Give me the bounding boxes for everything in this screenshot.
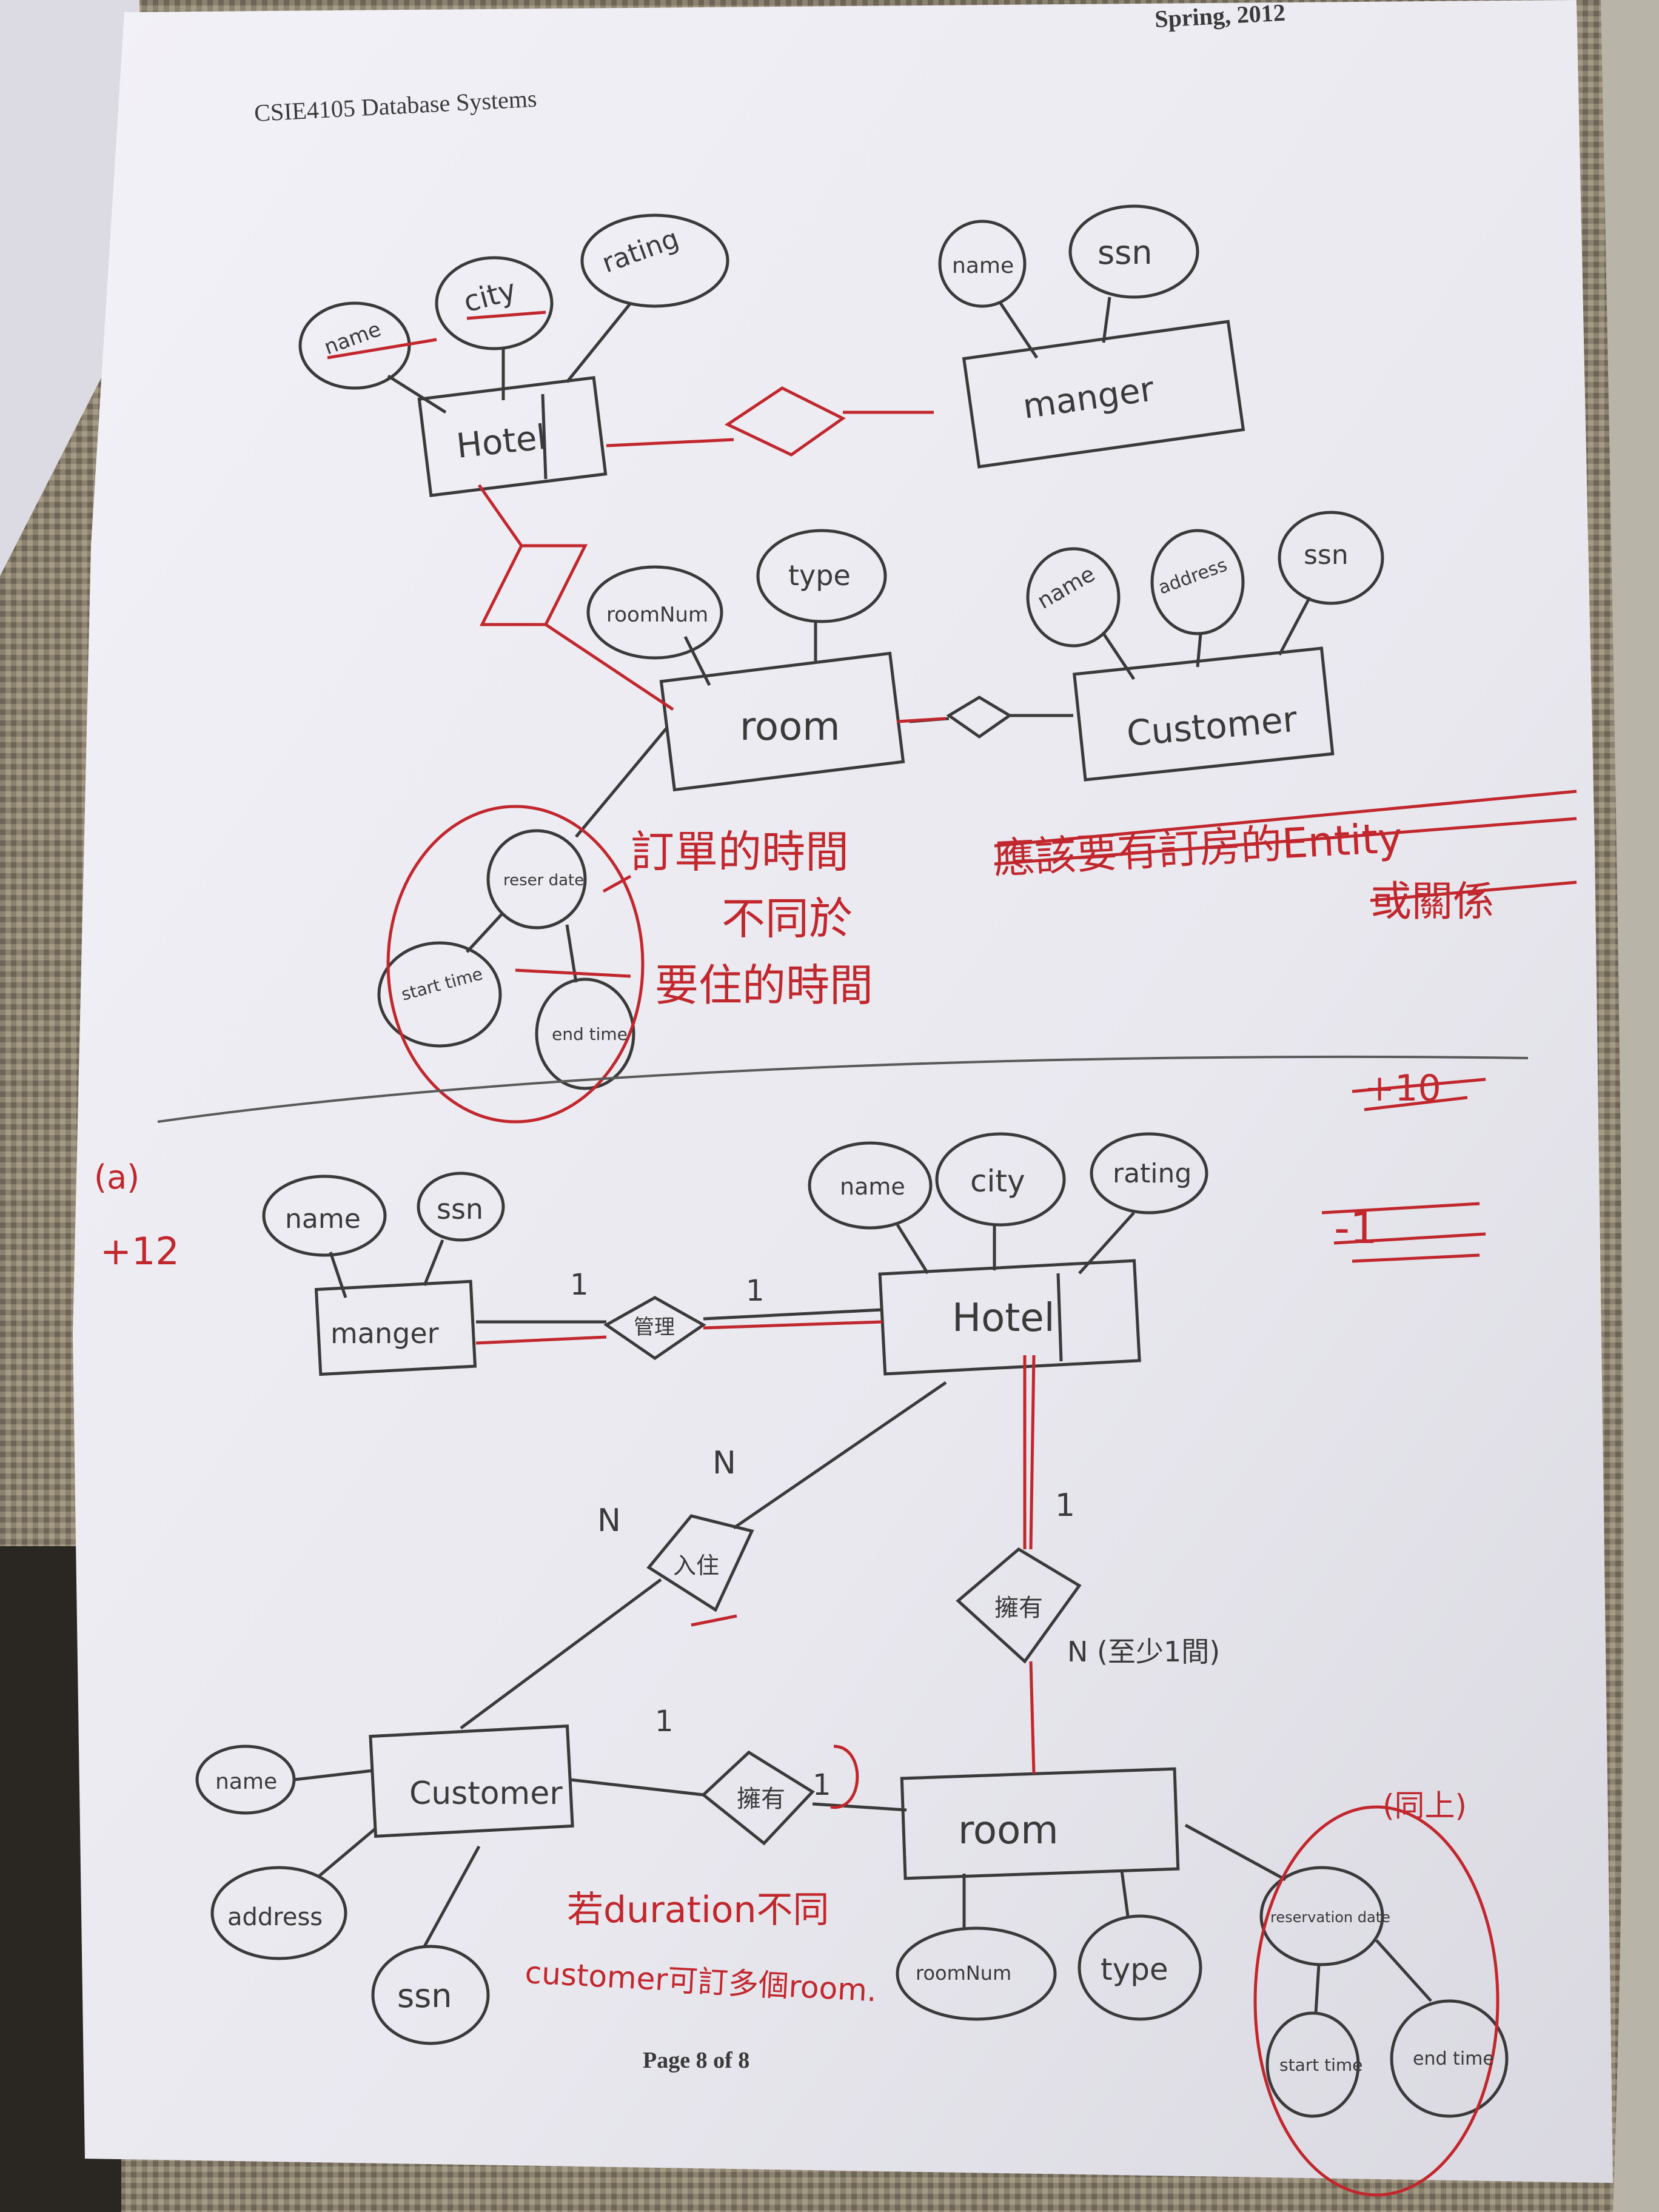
crossed-mark-1: +10 bbox=[1364, 1067, 1441, 1110]
b-end-time-attr bbox=[1390, 1999, 1509, 2118]
start-time-attr bbox=[377, 941, 502, 1048]
b-customer-attr-address: address bbox=[227, 1903, 323, 1931]
back-page bbox=[0, 0, 146, 576]
stay-diamond bbox=[646, 1514, 754, 1612]
b-room-type-attr bbox=[1078, 1914, 1202, 2021]
reserve-diamond bbox=[701, 1750, 815, 1846]
manage-diamond bbox=[603, 1296, 706, 1361]
manager-name-attr bbox=[938, 220, 1027, 308]
own-diamond bbox=[956, 1547, 1082, 1664]
bottom-red-annotations bbox=[475, 1078, 1500, 2197]
duration-note-line1: 若duration不同 bbox=[567, 1889, 829, 1931]
note-time-line3: 要住的時間 bbox=[655, 960, 873, 1011]
customer-address-attr bbox=[1150, 529, 1245, 635]
customer-name-attr bbox=[1026, 547, 1121, 648]
b-end-time-text: end time bbox=[1413, 2048, 1494, 2070]
reservation-circle bbox=[386, 805, 645, 1124]
b-manager-ssn-attr bbox=[417, 1171, 505, 1242]
b-room-attr-num: roomNum bbox=[916, 1962, 1011, 1985]
b-room-label: room bbox=[958, 1808, 1059, 1853]
score-label: +12 bbox=[100, 1229, 179, 1273]
manager-entity-box bbox=[962, 320, 1245, 469]
b-manager-name-attr bbox=[262, 1175, 387, 1257]
b-manager-entity-box bbox=[314, 1279, 477, 1376]
b-customer-label: Customer bbox=[409, 1775, 563, 1812]
hotel-city-attr bbox=[435, 256, 554, 350]
b-customer-address-attr bbox=[210, 1866, 347, 1960]
note-time-line2: 不同於 bbox=[722, 893, 853, 944]
b-hotel-name-attr bbox=[808, 1141, 933, 1230]
card-manage-left: 1 bbox=[570, 1268, 589, 1302]
hotel-rating-attr bbox=[580, 213, 729, 308]
top-room-label: room bbox=[740, 705, 840, 749]
b-start-time-text: start time bbox=[1279, 2055, 1362, 2075]
b-hotel-label: Hotel bbox=[952, 1296, 1055, 1341]
b-manager-label: manger bbox=[330, 1317, 439, 1350]
hotel-entity-box bbox=[417, 376, 608, 497]
reserve-date-attr bbox=[486, 829, 587, 930]
card-stay-hotel: N bbox=[712, 1445, 736, 1481]
b-reservation-circle bbox=[1253, 1805, 1500, 2197]
top-customer-attr-ssn: ssn bbox=[1304, 540, 1349, 571]
card-manage-right: 1 bbox=[746, 1274, 765, 1308]
reserve-side-arc bbox=[830, 1744, 859, 1809]
top-hotel-label: Hotel bbox=[455, 418, 548, 466]
top-red-annotations bbox=[327, 310, 1577, 1124]
b-reservation-date-attr bbox=[1259, 1866, 1384, 1966]
top-end-time-attr-text: end time bbox=[552, 1024, 628, 1044]
room-num-attr bbox=[586, 565, 723, 660]
room-type-attr bbox=[756, 529, 887, 623]
top-er-diagram bbox=[298, 204, 1384, 1090]
rel-stay-text: 入住 bbox=[673, 1552, 719, 1579]
top-manager-attr-name: name bbox=[952, 253, 1014, 278]
section-divider bbox=[157, 1055, 1529, 1123]
customer-ssn-attr bbox=[1278, 511, 1384, 605]
b-start-time-attr bbox=[1265, 2011, 1360, 2118]
binder-edge bbox=[1601, 0, 1659, 2212]
b-hotel-attr-rating: rating bbox=[1113, 1158, 1191, 1189]
top-manager-attr-ssn: ssn bbox=[1098, 233, 1153, 272]
bottom-er-diagram bbox=[195, 1132, 1509, 2118]
rel-manage-text: 管理 bbox=[634, 1315, 675, 1339]
card-stay-customer: N bbox=[597, 1503, 621, 1539]
page-number: Page 8 of 8 bbox=[643, 2048, 749, 2073]
b-reservation-date-text: reservation date bbox=[1270, 1909, 1390, 1926]
note-time-line1: 訂單的時間 bbox=[631, 826, 849, 877]
b-hotel-attr-name: name bbox=[840, 1173, 905, 1200]
crossed-mark-2: -1 bbox=[1334, 1202, 1378, 1253]
top-room-attr-type: type bbox=[788, 559, 851, 592]
b-room-attr-type: type bbox=[1101, 1952, 1168, 1987]
top-reserve-date-attr-text: reser date bbox=[503, 871, 584, 890]
card-reserve-room: 1 bbox=[813, 1768, 831, 1802]
hotel-manager-diamond bbox=[724, 386, 846, 457]
rel-reserve-text: 擁有 bbox=[737, 1785, 785, 1813]
rel-own-text: 擁有 bbox=[994, 1594, 1043, 1622]
b-hotel-attr-city: city bbox=[970, 1164, 1025, 1199]
b-hotel-city-attr bbox=[935, 1132, 1066, 1227]
b-room-entity-box bbox=[900, 1767, 1180, 1880]
b-manager-attr-name: name bbox=[285, 1204, 361, 1235]
b-customer-ssn-attr bbox=[371, 1945, 490, 2045]
top-room-attr-num: roomNum bbox=[606, 603, 708, 627]
b-customer-entity-box bbox=[369, 1724, 574, 1838]
part-label: (a) bbox=[94, 1158, 139, 1196]
note-entity-line2: 或關係 bbox=[1370, 878, 1494, 926]
card-own-room: N (至少1間) bbox=[1067, 1635, 1220, 1668]
end-time-attr bbox=[535, 977, 635, 1090]
room-entity-box bbox=[659, 651, 905, 792]
b-hotel-rating-attr bbox=[1090, 1132, 1208, 1215]
card-reserve-customer: 1 bbox=[655, 1704, 674, 1738]
b-room-num-attr bbox=[896, 1926, 1057, 2021]
manager-ssn-attr bbox=[1068, 204, 1199, 299]
b-customer-attr-name: name bbox=[215, 1769, 277, 1794]
b-manager-attr-ssn: ssn bbox=[437, 1193, 483, 1225]
card-own-hotel: 1 bbox=[1055, 1487, 1075, 1524]
b-hotel-entity-box bbox=[878, 1259, 1141, 1376]
b-customer-attr-ssn: ssn bbox=[397, 1977, 452, 2015]
same-note: (同上) bbox=[1382, 1788, 1467, 1823]
